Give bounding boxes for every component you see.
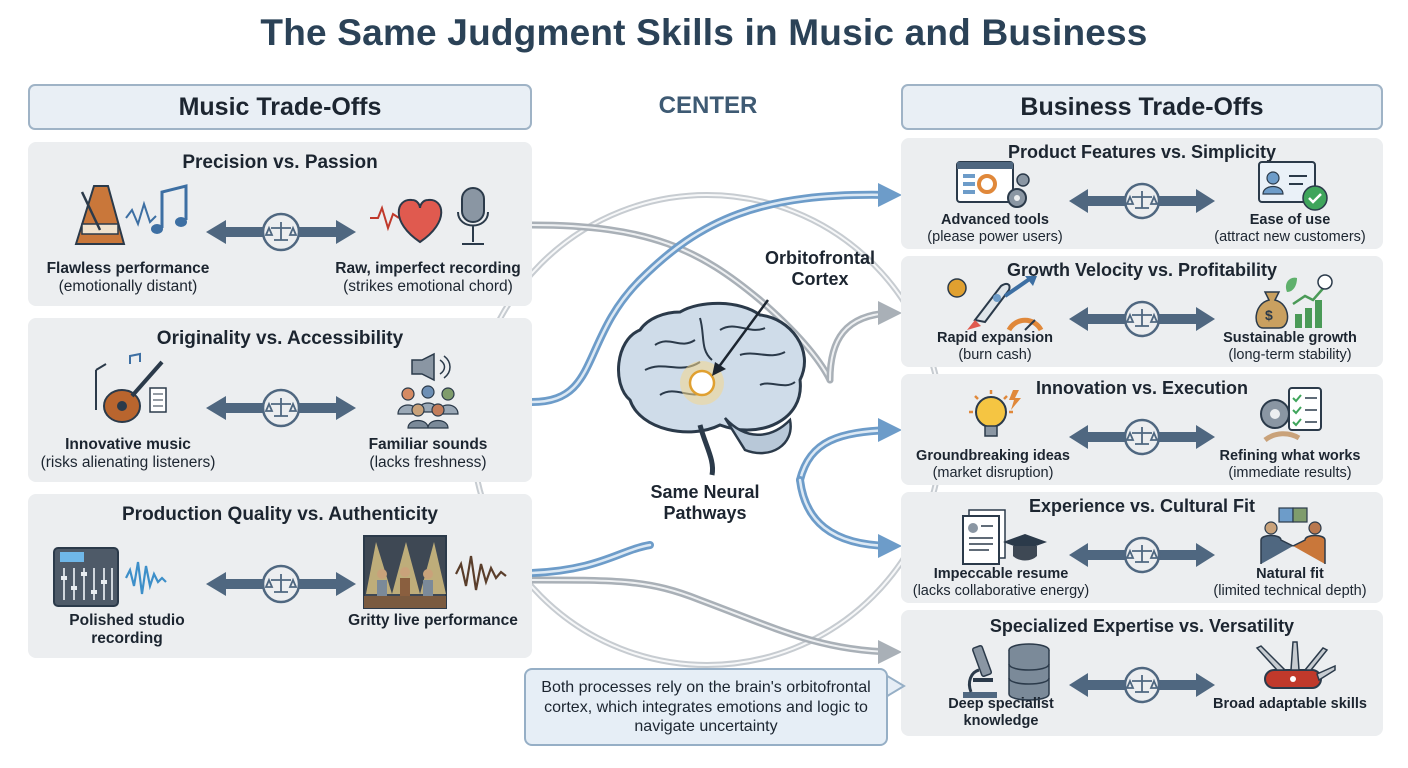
- tradeoff-left: Groundbreaking ideas (market disruption): [916, 448, 1070, 481]
- arrowhead-features: [878, 183, 902, 207]
- balance-arrow-icon: [206, 388, 356, 428]
- live-band-stage-icon: [363, 535, 507, 609]
- panel-title: Experience vs. Cultural Fit: [1028, 496, 1256, 516]
- heart-microphone-icon: [370, 187, 489, 245]
- balance-arrow-icon: [1069, 300, 1215, 338]
- swiss-army-knife-icon: [1255, 641, 1336, 689]
- music-panel-originality: Originality vs. Accessibility: [28, 318, 532, 482]
- lightbulb-icon: [969, 390, 1021, 437]
- arrowhead-innovation: [878, 418, 902, 442]
- tradeoff-right: Gritty live performance: [348, 612, 518, 629]
- user-profile-check-icon: [1258, 161, 1328, 211]
- tradeoff-right: Sustainable growth (long-term stability): [1223, 330, 1357, 363]
- same-neural-pathways-label: Same Neural Pathways: [650, 482, 760, 523]
- audience-speaker-icon: [397, 352, 459, 429]
- orbitofrontal-cortex-label: Orbitofrontal Cortex: [765, 248, 875, 289]
- tradeoff-left: Advanced tools (please power users): [927, 212, 1063, 245]
- music-panel-production: Production Quality vs. Authenticity: [28, 494, 532, 658]
- music-column-header: Music Trade-Offs: [28, 84, 532, 130]
- tradeoff-left: Flawless performance (emotionally distan…: [46, 260, 210, 295]
- balance-arrow-icon: [1069, 182, 1215, 220]
- balance-arrow-icon: [206, 564, 356, 604]
- business-panel-features: Product Features vs. Simplicity Advanced: [901, 138, 1383, 249]
- resume-graduation-cap-icon: [962, 509, 1047, 565]
- tradeoff-right: Ease of use (attract new customers): [1214, 212, 1366, 245]
- balance-arrow-icon: [1069, 666, 1215, 704]
- panel-title: Growth Velocity vs. Profitability: [1006, 260, 1278, 280]
- tradeoff-right: Refining what works (immediate results): [1219, 448, 1361, 481]
- tradeoff-right: Natural fit (limited technical depth): [1213, 566, 1367, 599]
- svg-text:$: $: [1265, 307, 1273, 323]
- panel-title: Specialized Expertise vs. Versatility: [989, 616, 1295, 636]
- tradeoff-left: Rapid expansion (burn cash): [936, 330, 1054, 363]
- money-bag-growth-chart-icon: $: [1255, 274, 1333, 329]
- balance-arrow-icon: [1069, 536, 1215, 574]
- arrowhead-expertise: [878, 640, 902, 664]
- business-panel-experience: Experience vs. Cultural Fit Impeccable r…: [901, 492, 1383, 603]
- mixing-console-waveform-icon: [53, 547, 167, 607]
- brain-icon: [617, 301, 806, 476]
- business-panel-growth: Growth Velocity vs. Profitability $ Rapi…: [901, 256, 1383, 367]
- orbitofrontal-callout: Both processes rely on the brain's orbit…: [524, 668, 888, 746]
- handshake-puzzle-icon: [1260, 507, 1326, 564]
- panel-title: Originality vs. Accessibility: [156, 328, 404, 349]
- ofc-pointer-head: [712, 362, 726, 376]
- business-panel-innovation: Innovation vs. Execution Groundbreaking …: [901, 374, 1383, 485]
- panel-title: Production Quality vs. Authenticity: [122, 504, 438, 525]
- callout-pointer: [882, 672, 906, 700]
- microscope-database-icon: [963, 643, 1050, 701]
- metronome-music-note-icon: [74, 184, 188, 245]
- dashboard-gears-icon: [956, 161, 1030, 208]
- gear-checklist-icon: [1260, 387, 1322, 443]
- tradeoff-left: Deep specialist knowledge: [948, 696, 1054, 729]
- business-column-header: Business Trade-Offs: [901, 84, 1383, 130]
- flow-experience: [796, 476, 894, 550]
- tradeoff-right: Familiar sounds (lacks freshness): [368, 436, 488, 471]
- page-title: The Same Judgment Skills in Music and Bu…: [260, 12, 1148, 53]
- panel-title: Innovation vs. Execution: [1035, 378, 1249, 398]
- center-column-header: CENTER: [658, 92, 758, 119]
- guitar-instruments-icon: [95, 352, 167, 423]
- balance-arrow-icon: [206, 212, 356, 252]
- tradeoff-left: Innovative music (risks alienating liste…: [40, 436, 216, 471]
- panel-title: Precision vs. Passion: [182, 152, 378, 173]
- rocket-speedometer-icon: [947, 276, 1044, 332]
- ofc-pointer-line: [716, 299, 770, 369]
- tradeoff-right: Raw, imperfect recording (strikes emotio…: [335, 260, 521, 295]
- tradeoff-left: Polished studio recording: [69, 612, 185, 647]
- arrowhead-experience: [878, 534, 902, 558]
- balance-arrow-icon: [1069, 418, 1215, 456]
- flow-production: [528, 576, 894, 656]
- tradeoff-right: Broad adaptable skills: [1213, 696, 1367, 712]
- music-panel-precision: Precision vs. Passion Flawless performan…: [28, 142, 532, 306]
- panel-title: Product Features vs. Simplicity: [1007, 142, 1277, 162]
- tradeoff-left: Impeccable resume (lacks collaborative e…: [912, 566, 1090, 599]
- arrowhead-growth: [878, 301, 902, 325]
- business-panel-expertise: Specialized Expertise vs. Versatility De…: [901, 610, 1383, 736]
